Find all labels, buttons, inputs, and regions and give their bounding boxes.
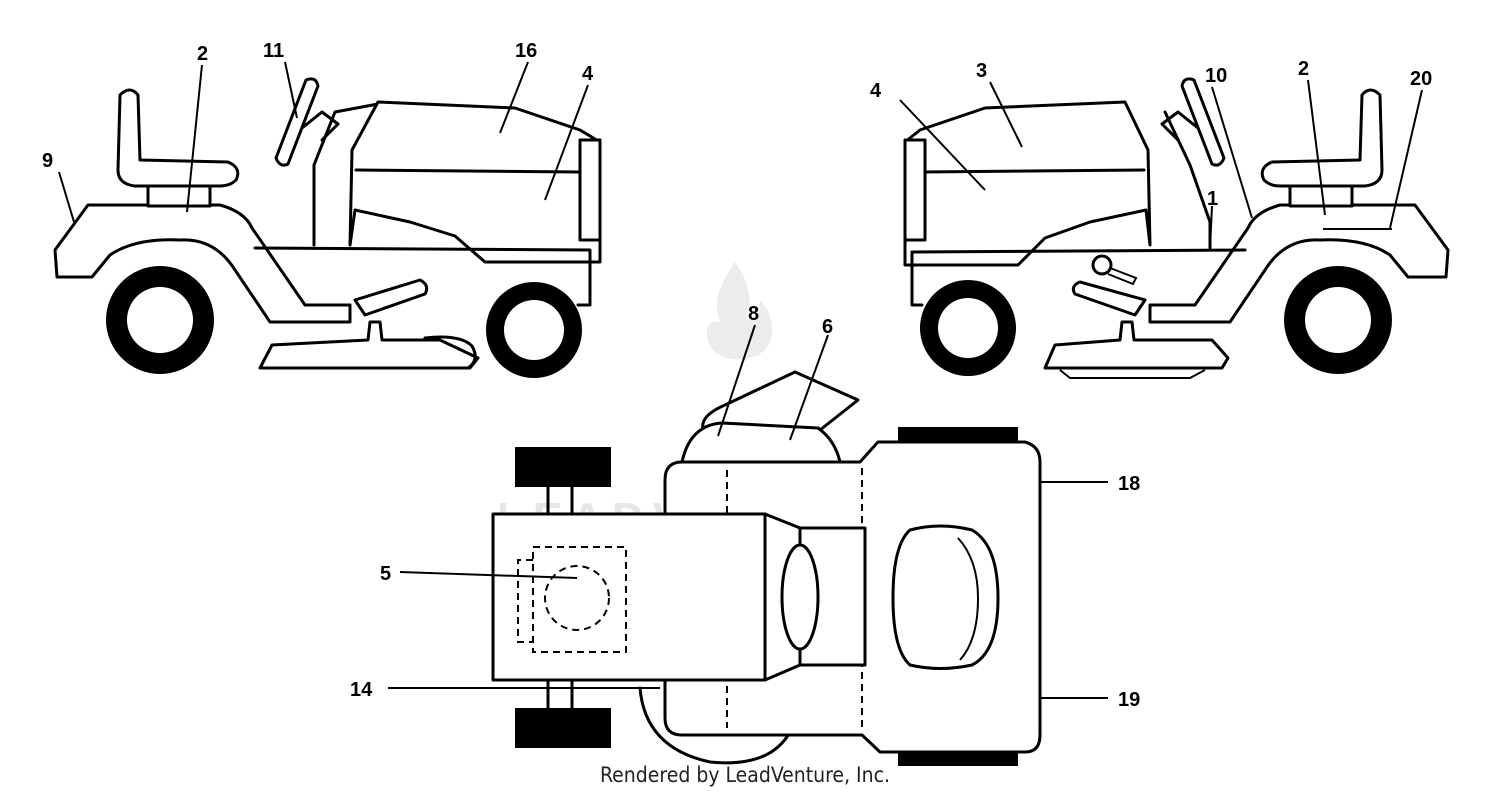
hood-line [354, 168, 582, 174]
callout-20: 20 [1410, 68, 1432, 90]
steering-column [1160, 110, 1200, 142]
callout-4: 4 [870, 80, 882, 102]
callout-3: 3 [976, 60, 987, 82]
tractor-top-view: 8 6 18 5 14 19 [350, 303, 1140, 766]
steering-wheel [1180, 77, 1226, 167]
rear-fender [1148, 203, 1450, 324]
hood [903, 100, 1152, 267]
discharge-chute [423, 335, 477, 370]
grille [578, 138, 602, 242]
ignition-key-icon [1091, 254, 1113, 276]
callout-10: 10 [1205, 65, 1227, 87]
tractor-right-side-view: 4 3 10 2 20 1 [870, 58, 1450, 379]
mower-deck-outline [638, 686, 792, 765]
frame [910, 248, 1247, 307]
callout-2: 2 [197, 43, 208, 65]
deck-skid [1059, 369, 1206, 379]
frame [253, 246, 592, 307]
callout-18: 18 [1118, 473, 1140, 495]
pedal-bracket [1071, 280, 1147, 317]
footer-credit: Rendered by LeadVenture, Inc. [600, 763, 890, 787]
decal-5-area [532, 546, 627, 653]
steering-column [300, 110, 340, 142]
hood-line [920, 168, 1146, 174]
tractor-left-side-view: 9 2 11 16 4 [42, 40, 602, 378]
callout-5: 5 [380, 563, 391, 585]
callout-8: 8 [748, 303, 759, 325]
rear-fender [53, 203, 352, 324]
pedal-bracket [353, 278, 429, 317]
steering-wheel [274, 77, 320, 167]
seat-top [891, 524, 1000, 670]
callout-1: 1 [1207, 188, 1218, 210]
seat [1260, 88, 1384, 188]
callout-9: 9 [42, 150, 53, 172]
front-wheel-top [515, 447, 611, 487]
callout-2: 2 [1298, 58, 1309, 80]
callout-19: 19 [1118, 689, 1140, 711]
watermark-flame-icon [706, 262, 773, 360]
callout-4: 4 [582, 63, 594, 85]
hood-top [491, 512, 767, 682]
mower-deck [258, 320, 480, 370]
dash-tower [312, 102, 380, 247]
mower-deck [1043, 320, 1230, 370]
callout-14: 14 [350, 679, 373, 701]
steering-wheel-top [780, 543, 820, 651]
callout-6: 6 [822, 316, 833, 338]
hood [348, 100, 602, 264]
front-wheel-bottom [515, 708, 611, 748]
grille [903, 138, 927, 242]
callout-16: 16 [515, 40, 537, 62]
seat-base [146, 184, 212, 208]
seat [116, 88, 240, 188]
deck-front [680, 421, 842, 464]
callout-11: 11 [263, 40, 284, 62]
